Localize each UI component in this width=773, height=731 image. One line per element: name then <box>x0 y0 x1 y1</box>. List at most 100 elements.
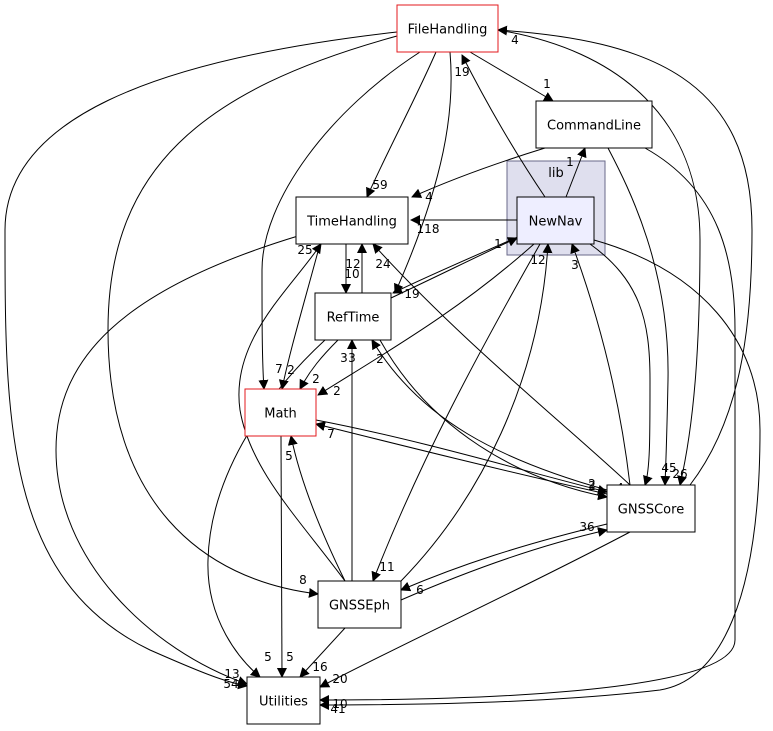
edge-newnav-to-commandline <box>565 147 587 198</box>
edge-label-gnsseph-to-math[interactable]: 5 <box>285 449 293 463</box>
edge-label-newnav-to-commandline[interactable]: 1 <box>566 155 574 169</box>
node-newnav-label: NewNav <box>529 215 583 230</box>
edge-filehandling-to-gnsscore <box>497 29 701 486</box>
edge-label-filehandling-to-reftime[interactable]: 3 <box>348 351 356 365</box>
edge-reftime-to-newnav <box>390 237 518 299</box>
edge-label-newnav-to-gnsseph[interactable]: 11 <box>379 560 394 574</box>
node-gnsscore-label: GNSSCore <box>618 503 684 518</box>
edge-math-to-utilities <box>276 435 287 678</box>
edge-label-commandline-to-utilities[interactable]: 10 <box>332 697 347 711</box>
edge-gnsseph-to-newnav <box>400 243 553 582</box>
edge-label-gnsscore-to-newnav[interactable]: 3 <box>571 258 579 272</box>
node-filehandling[interactable]: FileHandling <box>396 4 499 53</box>
edge-filehandling-to-timehandling <box>366 51 437 198</box>
edge-labels-layer: 1593726854445101911181924114110213121222… <box>223 33 687 716</box>
node-commandline[interactable]: CommandLine <box>535 100 653 149</box>
edge-label-gnsscore-to-gnsseph[interactable]: 6 <box>416 583 424 597</box>
node-reftime-box[interactable] <box>314 292 392 341</box>
node-timehandling-box[interactable] <box>295 196 409 245</box>
edge-label-commandline-to-gnsscore[interactable]: 45 <box>661 461 676 475</box>
node-gnsscore-box[interactable] <box>606 484 696 533</box>
node-timehandling-label: TimeHandling <box>306 215 397 230</box>
edge-newnav-to-reftime <box>392 235 521 294</box>
edge-newnav-to-gnsseph <box>371 243 541 582</box>
node-utilities-box[interactable] <box>246 676 321 725</box>
edge-label-reftime-to-math[interactable]: 2 <box>312 372 320 386</box>
edge-label-gnsseph-to-gnsscore[interactable]: 36 <box>579 520 594 534</box>
edge-label-newnav-to-reftime[interactable]: 19 <box>404 287 419 301</box>
edge-label-timehandling-to-reftime[interactable]: 10 <box>344 267 359 281</box>
edge-newnav-to-utilities <box>319 239 761 710</box>
edge-label-filehandling-to-math[interactable]: 7 <box>275 362 283 376</box>
edge-reftime-to-gnsscore <box>379 339 608 501</box>
edge-commandline-to-gnsscore <box>607 147 671 486</box>
edge-commandline-to-utilities <box>319 147 736 705</box>
edge-commandline-to-timehandling <box>411 147 546 198</box>
node-newnav[interactable]: NewNav <box>516 196 595 245</box>
edge-label-gnsseph-to-newnav[interactable]: 12 <box>530 253 545 267</box>
node-gnsseph[interactable]: GNSSEph <box>317 580 402 629</box>
edge-newnav-to-gnsscore <box>589 243 653 486</box>
edge-filehandling-to-gnsseph <box>107 35 398 598</box>
edge-filehandling-to-reftime <box>394 51 452 294</box>
edge-label-gnsscore-to-filehandling[interactable]: 4 <box>511 33 519 47</box>
node-newnav-box[interactable] <box>516 196 595 245</box>
edge-label-commandline-to-timehandling[interactable]: 4 <box>425 190 433 204</box>
edge-gnsscore-to-utilities <box>319 531 631 688</box>
node-math-box[interactable] <box>244 388 317 437</box>
node-filehandling-label: FileHandling <box>408 23 488 38</box>
edge-label-gnsscore-to-math[interactable]: 7 <box>327 427 335 441</box>
cluster-lib-label: lib <box>548 166 563 181</box>
node-gnsscore[interactable]: GNSSCore <box>606 484 696 533</box>
edge-label-newnav-to-math[interactable]: 2 <box>333 384 341 398</box>
edge-label-newnav-to-timehandling[interactable]: 118 <box>417 222 440 236</box>
edge-filehandling-to-utilities <box>4 31 398 690</box>
edge-filehandling-to-commandline <box>469 51 554 102</box>
node-filehandling-box[interactable] <box>396 4 499 53</box>
edge-label-gnsseph-to-reftime[interactable]: 3 <box>340 351 348 365</box>
node-reftime[interactable]: RefTime <box>314 292 392 341</box>
node-utilities[interactable]: Utilities <box>246 676 321 725</box>
edge-label-gnsscore-to-utilities[interactable]: 20 <box>332 672 347 686</box>
edge-label-reftime-to-utilities[interactable]: 5 <box>264 650 272 664</box>
edge-label-timehandling-to-utilities[interactable]: 13 <box>224 667 239 681</box>
edge-label-math-to-utilities[interactable]: 5 <box>286 650 294 664</box>
edge-gnsseph-to-timehandling <box>238 243 346 582</box>
node-timehandling[interactable]: TimeHandling <box>295 196 409 245</box>
edge-gnsscore-to-filehandling <box>497 25 753 486</box>
edge-label-filehandling-to-gnsseph[interactable]: 8 <box>299 573 307 587</box>
node-commandline-box[interactable] <box>535 100 653 149</box>
edge-gnsseph-to-gnsscore <box>400 527 608 601</box>
edges-layer <box>4 25 761 710</box>
node-gnsseph-box[interactable] <box>317 580 402 629</box>
node-math-label: Math <box>264 407 297 422</box>
edge-gnsscore-to-gnsseph <box>400 523 608 592</box>
edge-gnsseph-to-utilities <box>299 627 346 678</box>
edge-label-gnsseph-to-utilities[interactable]: 16 <box>312 660 327 674</box>
edge-gnsscore-to-math <box>315 421 608 495</box>
edge-label-timehandling-to-math[interactable]: 2 <box>287 363 295 377</box>
edge-label-filehandling-to-gnsscore[interactable]: 26 <box>672 467 687 481</box>
edge-gnsseph-to-math <box>287 435 346 582</box>
edge-label-filehandling-to-commandline[interactable]: 1 <box>543 77 551 91</box>
node-math[interactable]: Math <box>244 388 317 437</box>
edge-math-to-gnsscore <box>315 419 608 495</box>
edge-label-math-to-gnsscore[interactable]: 2 <box>588 477 596 491</box>
edge-label-reftime-to-timehandling[interactable]: 12 <box>345 257 360 271</box>
edge-label-gnsscore-to-timehandling[interactable]: 24 <box>375 257 390 271</box>
edge-timehandling-to-math <box>278 243 321 390</box>
node-gnsseph-label: GNSSEph <box>329 599 390 614</box>
edge-label-newnav-to-utilities[interactable]: 41 <box>330 702 345 716</box>
edge-label-gnsscore-to-reftime[interactable]: 2 <box>376 352 384 366</box>
edge-label-gnsseph-to-timehandling[interactable]: 25 <box>297 243 312 257</box>
edge-label-reftime-to-gnsscore[interactable]: 2 <box>588 479 596 493</box>
edge-newnav-to-filehandling <box>461 54 546 198</box>
edge-newnav-to-math <box>317 243 535 396</box>
edge-label-filehandling-to-utilities[interactable]: 54 <box>223 677 238 691</box>
edge-label-newnav-to-filehandling[interactable]: 19 <box>454 65 469 79</box>
edge-label-filehandling-to-timehandling[interactable]: 59 <box>372 178 387 192</box>
edge-gnsscore-to-timehandling <box>372 243 631 486</box>
edge-label-reftime-to-newnav[interactable]: 1 <box>494 237 502 251</box>
edge-gnsscore-to-reftime <box>371 339 608 491</box>
